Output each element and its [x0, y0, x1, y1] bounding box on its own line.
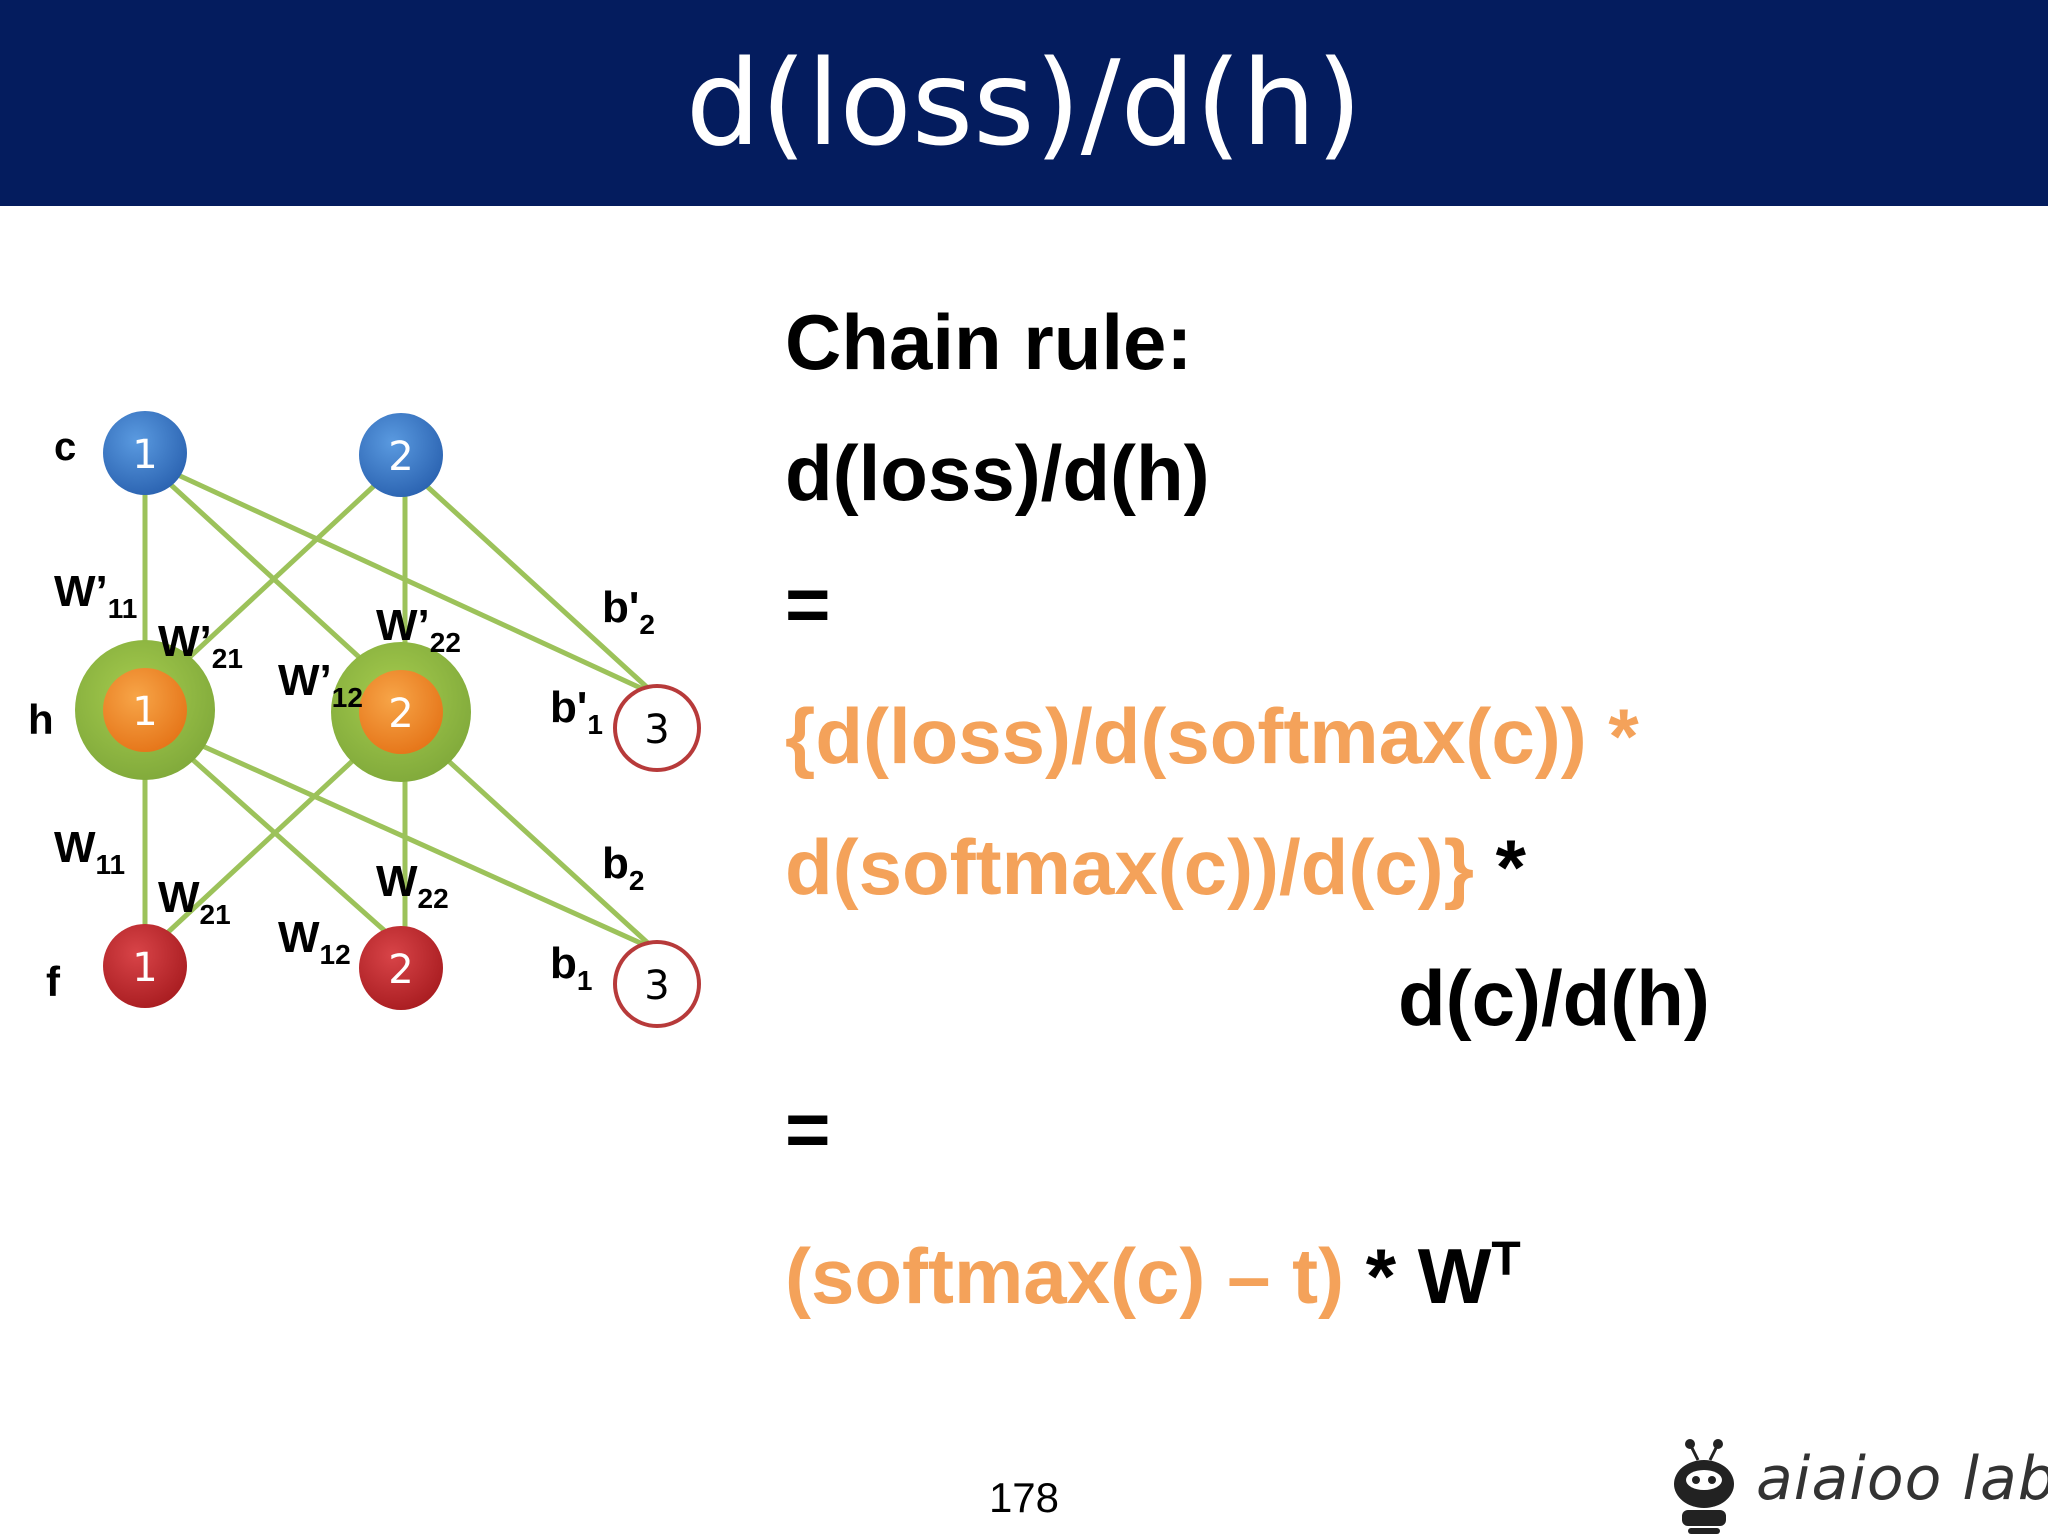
node-f1 [103, 924, 187, 1008]
weight-label-b1: b1 [550, 939, 592, 996]
weight-label-bp1: b'1 [550, 683, 603, 740]
term1-line1: {d(loss)/d(softmax(c)) * [785, 692, 1639, 780]
result-softmax-minus-t: (softmax(c) – t) [785, 1232, 1345, 1320]
term2-expression: d(c)/d(h) [1398, 954, 1710, 1042]
term1-line2-row: d(softmax(c))/d(c)} * [785, 821, 1526, 913]
weight-label-w22: W22 [376, 857, 449, 914]
edge-c1-h2 [168, 482, 397, 692]
node-c2-label: 2 [388, 434, 413, 480]
equals-sign-2: = [785, 1085, 831, 1173]
weight-label-w11: W11 [54, 823, 125, 880]
bias-node-top [613, 684, 701, 772]
node-f2-label: 2 [388, 947, 413, 993]
neural-network-diagram: c h f 1 2 1 2 1 2 3 3 W’11 W’21 W’12 W’2… [28, 411, 701, 1028]
equals-sign-1: = [785, 560, 831, 648]
title-bar: d(loss)/d(h) [0, 0, 2048, 206]
layer-label-f: f [46, 958, 61, 1005]
weight-label-w21: W21 [158, 873, 231, 930]
edge-h1-f2 [163, 733, 397, 942]
page-number: 178 [988, 1474, 1060, 1521]
node-c1 [103, 411, 187, 495]
edge-h1-b3 [176, 732, 647, 948]
weight-label-bp2: b'2 [602, 583, 655, 640]
weight-label-wp11: W’11 [54, 567, 137, 624]
aiaioo-logo: aiaioo labs [1668, 1436, 2048, 1536]
edge-c2-b3 [418, 478, 652, 692]
edge-c1-b3 [176, 472, 647, 693]
edge-h2-b3 [418, 733, 652, 947]
layer-label-c: c [54, 425, 76, 469]
node-h1 [103, 668, 187, 752]
node-h1-label: 1 [132, 689, 157, 735]
chain-rule-heading: Chain rule: [785, 298, 1193, 386]
node-f2 [359, 926, 443, 1010]
node-c2 [359, 413, 443, 497]
node-f1-label: 1 [132, 945, 157, 991]
multiply-star: * [1474, 823, 1527, 911]
transpose-superscript: T [1491, 1233, 1521, 1286]
node-h2-label: 2 [388, 691, 413, 737]
node-h2 [359, 670, 443, 754]
slide-title: d(loss)/d(h) [685, 34, 1363, 172]
weight-label-wp21: W’21 [158, 617, 243, 674]
edge-h2-f1 [163, 738, 377, 937]
weight-label-b2: b2 [602, 839, 644, 896]
weight-label-wp22: W’22 [376, 601, 461, 658]
edge-c2-h1 [163, 483, 377, 682]
node-c1-label: 1 [132, 432, 157, 478]
bias-node-bottom [613, 940, 701, 1028]
weight-label-w12: W12 [278, 913, 351, 970]
layer-label-h: h [28, 696, 54, 743]
robot-icon [1674, 1439, 1734, 1534]
result-expression: (softmax(c) – t) * WT [785, 1214, 1521, 1322]
term1-line2: d(softmax(c))/d(c)} [785, 823, 1475, 911]
weight-label-wp12: W’12 [278, 656, 363, 713]
bias-node-bottom-label: 3 [644, 963, 669, 1009]
bias-node-top-label: 3 [644, 707, 669, 753]
logo-text: aiaioo labs [1756, 1444, 2048, 1514]
lhs-expression: d(loss)/d(h) [785, 429, 1210, 517]
result-times-w: * W [1344, 1232, 1492, 1320]
